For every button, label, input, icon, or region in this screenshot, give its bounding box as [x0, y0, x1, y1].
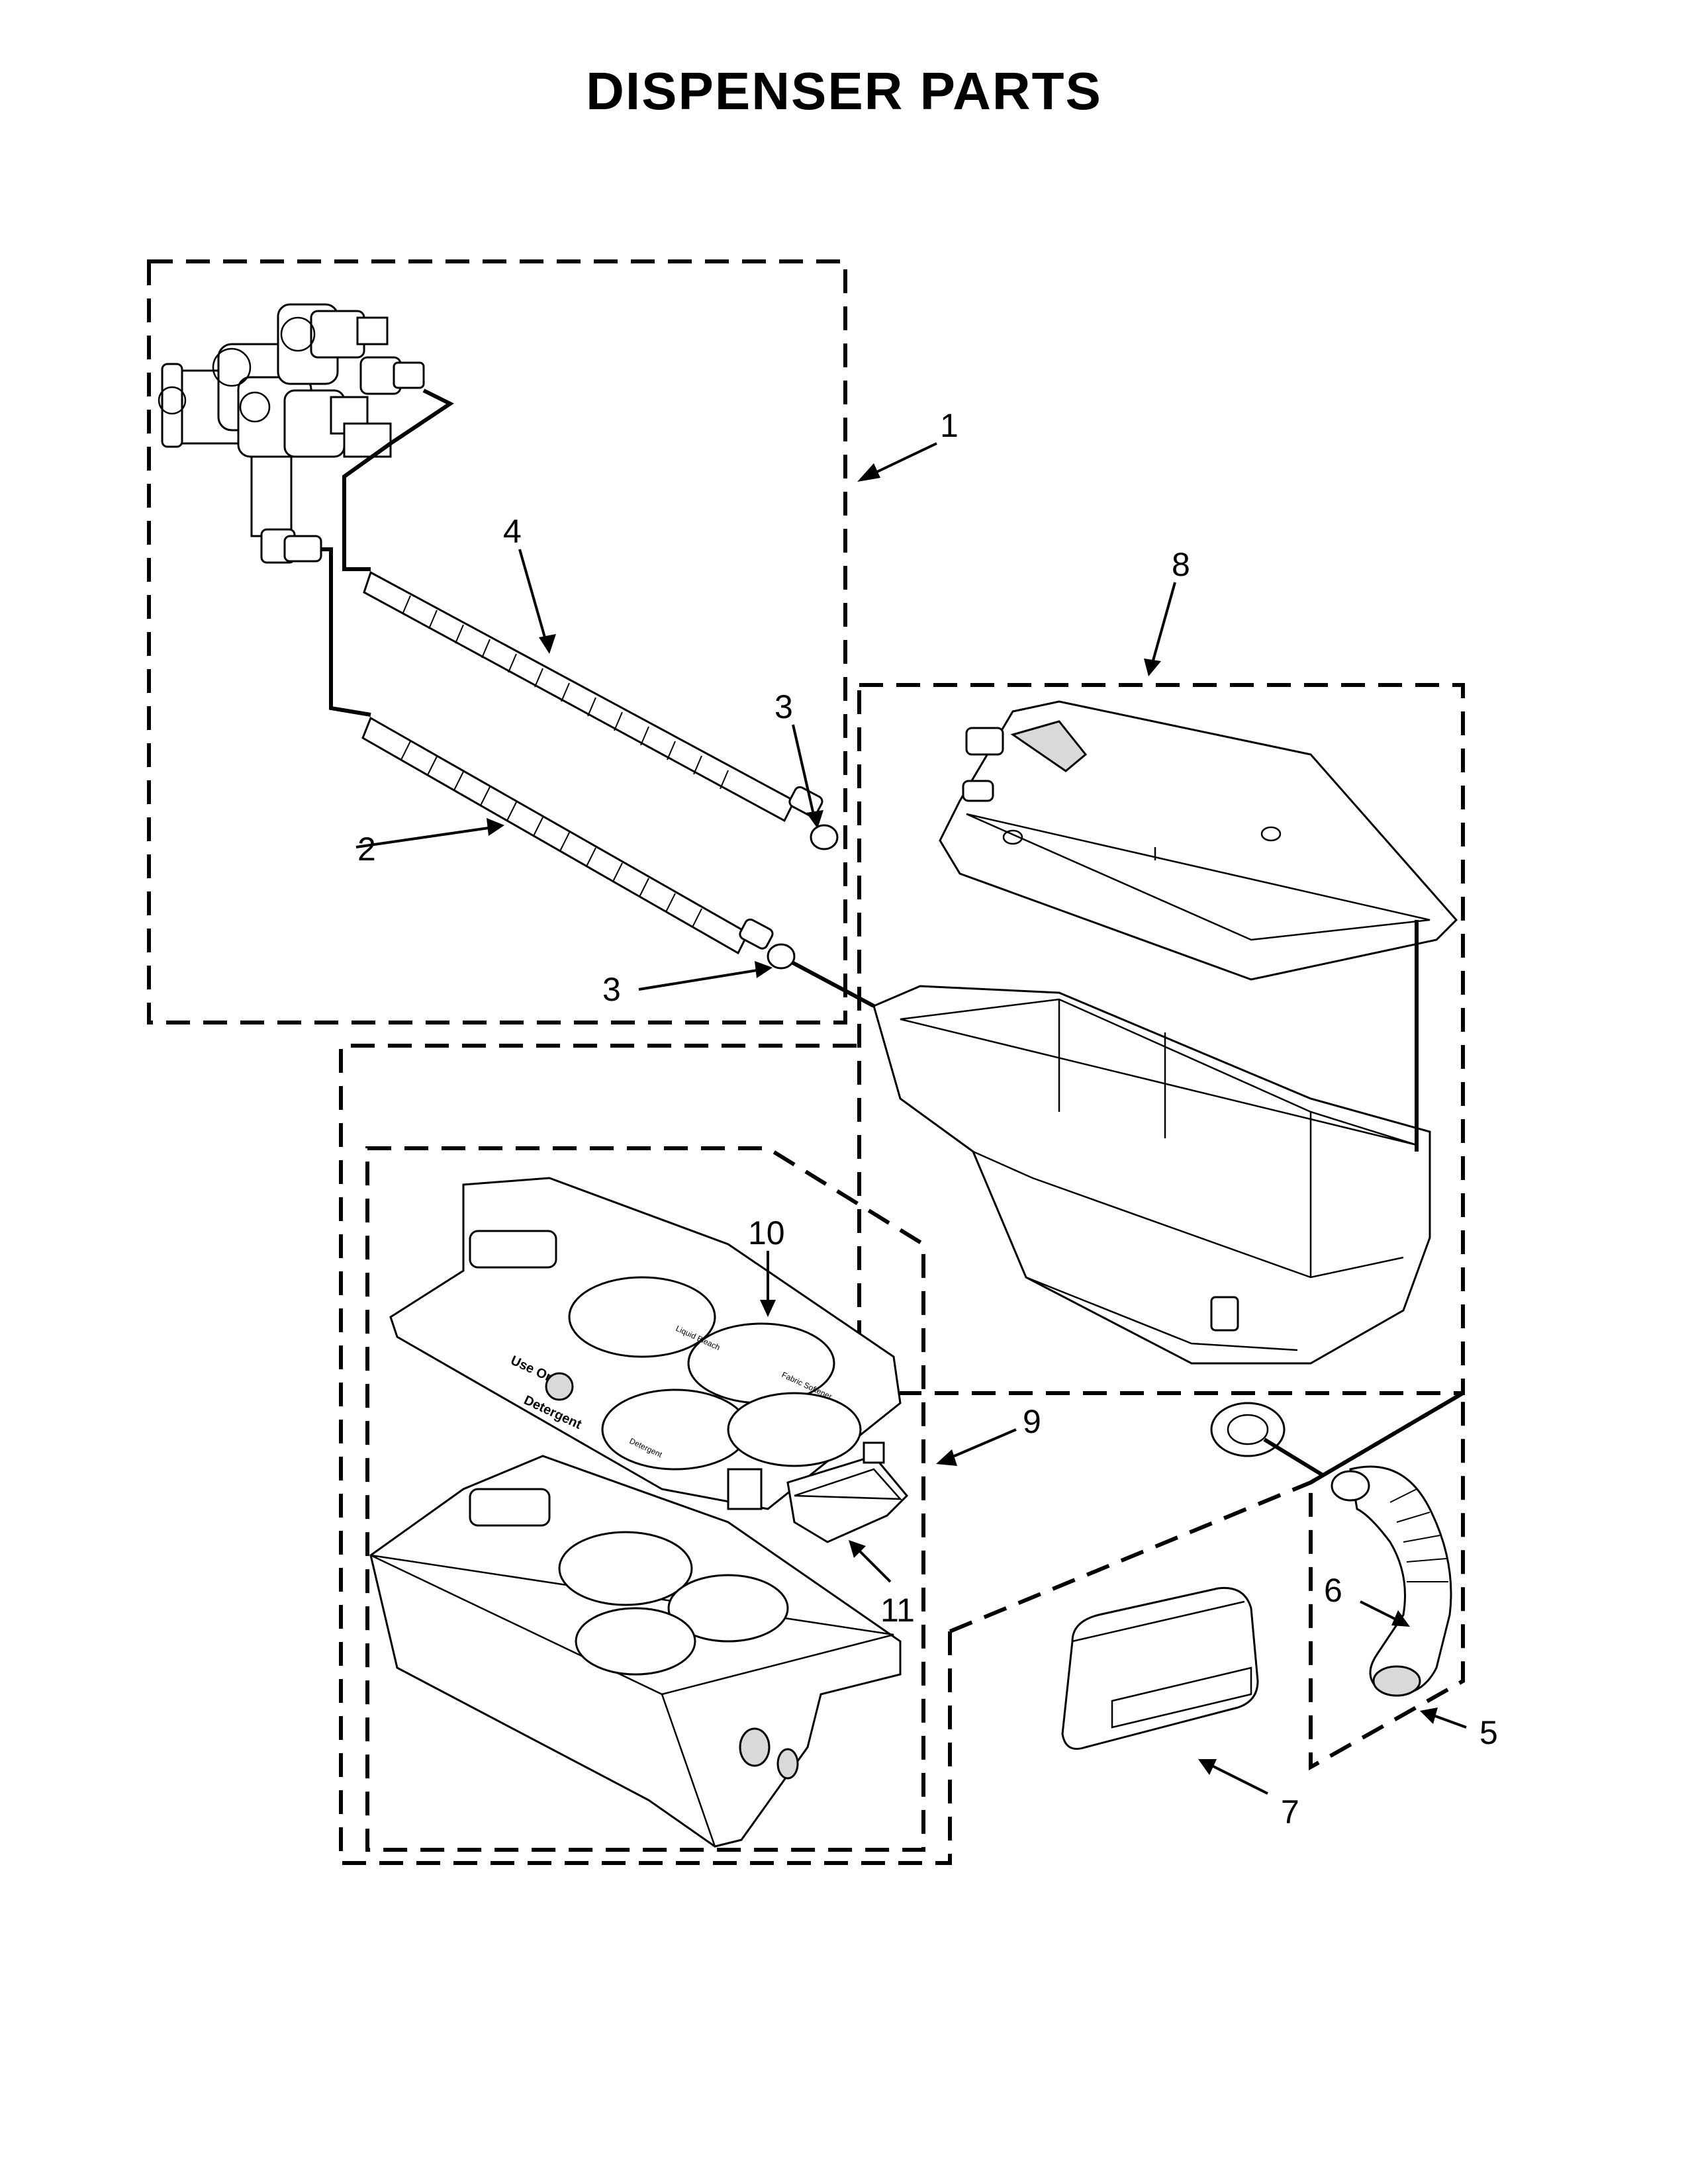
callout-9: 9 — [1023, 1403, 1041, 1440]
group-box-1 — [147, 259, 847, 1024]
callout-3-upper: 3 — [774, 688, 793, 725]
dispenser-housing — [872, 700, 1458, 1478]
siphon-cap — [786, 1441, 909, 1543]
page-title: DISPENSER PARTS — [586, 62, 1102, 120]
connector-line-lower — [321, 547, 371, 717]
callout-2: 2 — [357, 831, 376, 868]
callout-4: 4 — [503, 513, 522, 550]
callout-6: 6 — [1324, 1572, 1342, 1609]
connector-line-upper — [342, 388, 454, 571]
water-valve — [158, 303, 425, 564]
callout-3-lower: 3 — [602, 971, 621, 1008]
callout-1: 1 — [940, 407, 959, 444]
drawer-handle — [1061, 1586, 1259, 1750]
callout-11: 11 — [880, 1592, 915, 1629]
dispenser-drawer — [369, 1455, 902, 1848]
callout-leaders — [355, 442, 1467, 1795]
callout-10: 10 — [748, 1214, 785, 1251]
vent-hose — [1331, 1465, 1452, 1697]
hose-4 — [363, 570, 823, 823]
dispenser-drawer-tray: Use Only Detergent Liquid Bleach Fabric … — [389, 1177, 902, 1510]
clamp-3-lower — [767, 943, 796, 970]
callout-7: 7 — [1281, 1794, 1299, 1831]
hose-2 — [361, 716, 774, 955]
callout-8: 8 — [1172, 546, 1190, 583]
group-box-10 — [365, 1146, 925, 1852]
group-box-9 — [339, 1044, 952, 1865]
callout-5: 5 — [1479, 1714, 1498, 1751]
clamp-3-upper — [810, 824, 839, 850]
group-box-5 — [1309, 1389, 1465, 1771]
